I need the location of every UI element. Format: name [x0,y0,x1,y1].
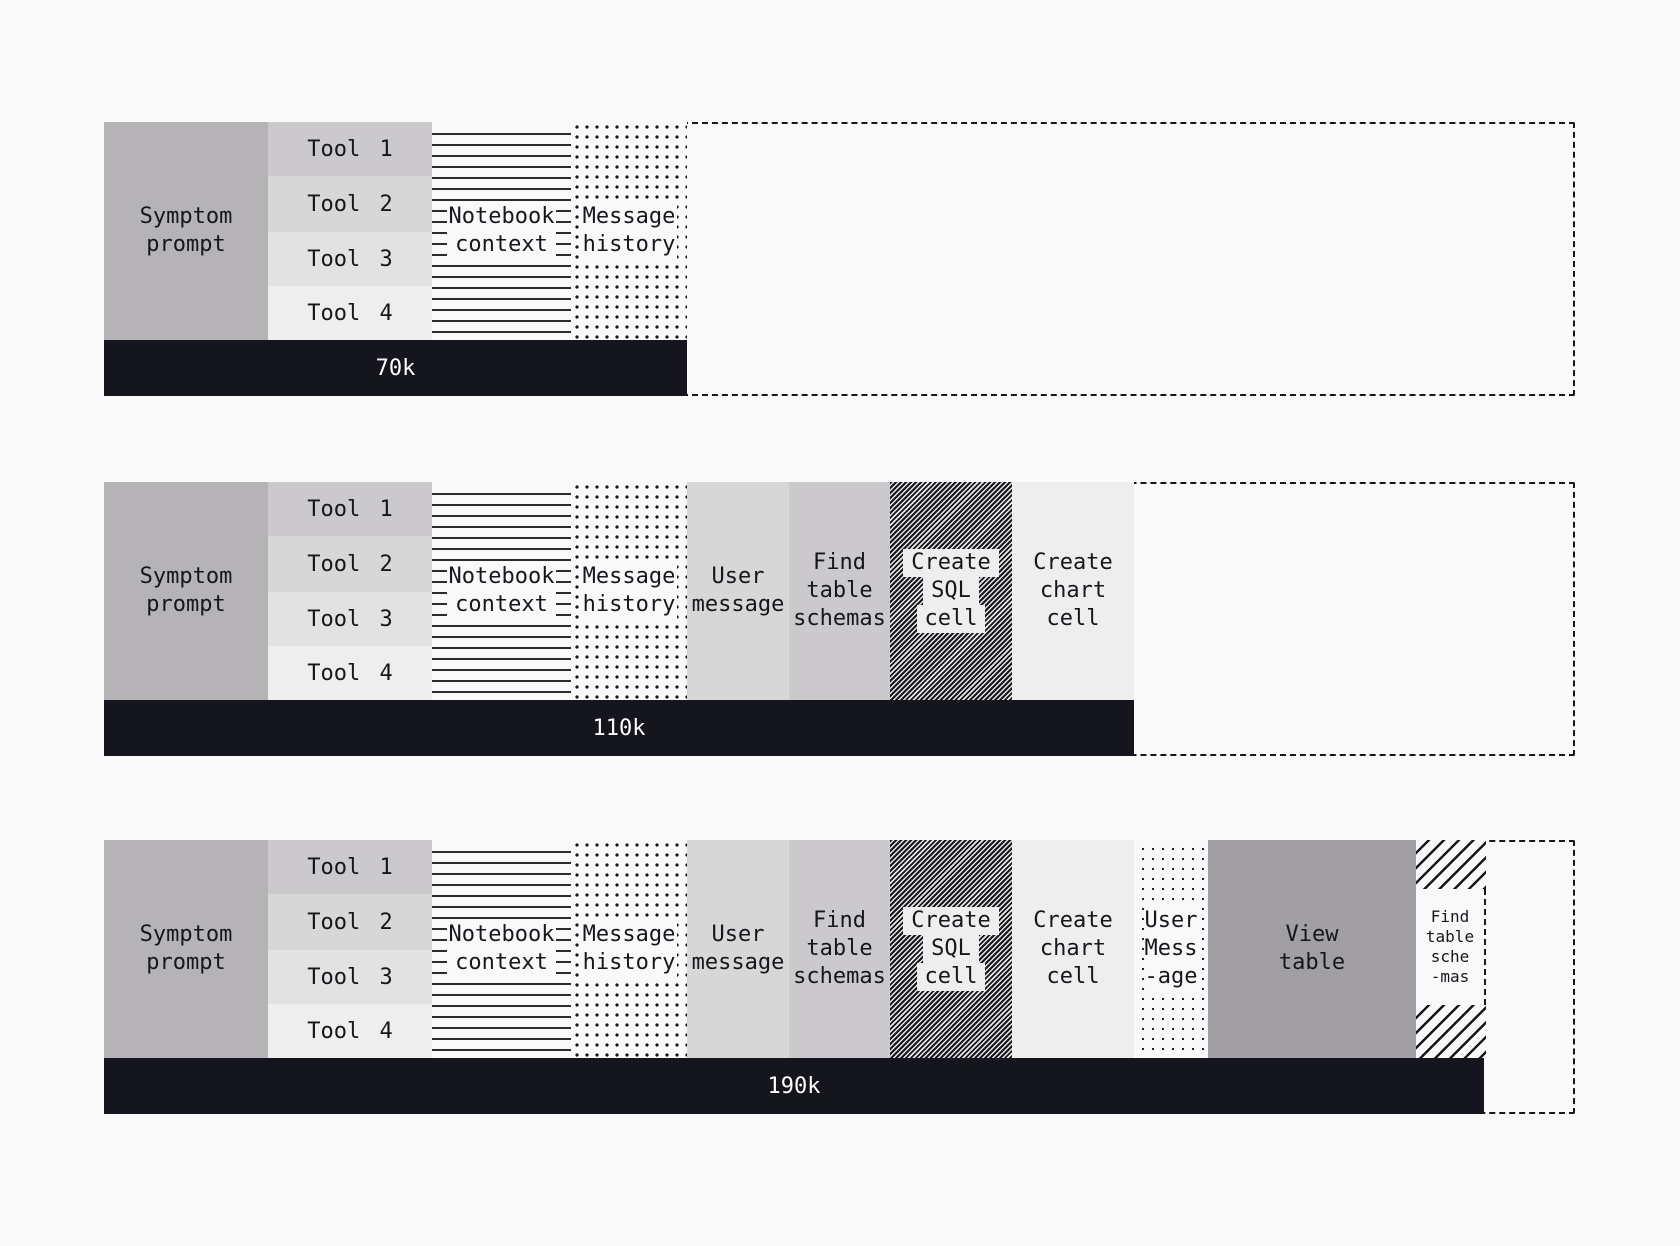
segment-tool-3: Tool 3 [268,592,432,646]
context-row-70k: Symptom prompt Tool 1 Tool 2 Tool 3 Tool… [104,122,1575,396]
message-history-label: Message history [580,203,678,259]
segment-user-message-2: User Mess -age [1134,840,1208,1058]
label-line: cell [916,605,986,633]
segment-symptom-prompt: Symptom prompt [104,122,268,340]
segment-find-table-schemas: Find table schemas [789,840,890,1058]
segment-user-message: User message [687,482,789,700]
context-row-190k: Symptom prompt Tool 1 Tool 2 Tool 3 Tool… [104,840,1575,1114]
segment-tool-2: Tool 2 [268,894,432,950]
segment-tool-1: Tool 1 [268,482,432,536]
segment-notebook-context: Notebook context [432,482,571,700]
create-sql-cell-label: Create SQL cell [903,549,999,633]
total-tokens-label: 110k [592,715,646,741]
find-table-schemas-2-label: Find table sche -mas [1416,889,1486,1005]
segment-message-history: Message history [571,122,687,340]
segment-create-sql-cell: Create SQL cell [890,482,1012,700]
segment-tool-3: Tool 3 [268,232,432,286]
message-history-label: Message history [580,563,678,619]
total-tokens-bar: 110k [104,700,1134,756]
segment-find-table-schemas-2: Find table sche -mas [1416,840,1486,1058]
segment-user-message: User message [687,840,789,1058]
create-sql-cell-label: Create SQL cell [903,907,999,991]
label-line: cell [916,963,986,991]
segment-create-chart-cell: Create chart cell [1012,840,1134,1058]
label-line: SQL [923,935,979,963]
message-history-label: Message history [580,921,678,977]
segment-tool-4: Tool 4 [268,646,432,700]
segment-message-history: Message history [571,840,687,1058]
segment-tool-2: Tool 2 [268,176,432,232]
hatch-top [1416,840,1486,889]
segment-create-chart-cell: Create chart cell [1012,482,1134,700]
segment-notebook-context: Notebook context [432,840,571,1058]
segment-message-history: Message history [571,482,687,700]
context-row-110k: Symptom prompt Tool 1 Tool 2 Tool 3 Tool… [104,482,1575,756]
total-tokens-label: 190k [767,1073,821,1099]
label-line: Create [903,907,999,935]
segment-tool-1: Tool 1 [268,122,432,176]
label-line: Create [903,549,999,577]
segment-symptom-prompt: Symptom prompt [104,840,268,1058]
segment-tool-4: Tool 4 [268,286,432,340]
segment-tools: Tool 1 Tool 2 Tool 3 Tool 4 [268,122,432,340]
label-line: SQL [923,577,979,605]
segment-tool-4: Tool 4 [268,1004,432,1058]
segment-create-sql-cell: Create SQL cell [890,840,1012,1058]
total-tokens-bar: 190k [104,1058,1484,1114]
hatch-bottom [1416,1005,1486,1058]
total-tokens-label: 70k [375,355,416,381]
segment-tools: Tool 1 Tool 2 Tool 3 Tool 4 [268,482,432,700]
segment-notebook-context: Notebook context [432,122,571,340]
segment-tool-2: Tool 2 [268,536,432,592]
segment-tool-1: Tool 1 [268,840,432,894]
segment-view-table: View table [1208,840,1416,1058]
notebook-context-label: Notebook context [446,921,557,977]
segment-tools: Tool 1 Tool 2 Tool 3 Tool 4 [268,840,432,1058]
notebook-context-label: Notebook context [446,203,557,259]
user-message-2-label: User Mess -age [1144,901,1198,997]
segment-tool-3: Tool 3 [268,950,432,1004]
segment-symptom-prompt: Symptom prompt [104,482,268,700]
notebook-context-label: Notebook context [446,563,557,619]
total-tokens-bar: 70k [104,340,687,396]
segment-find-table-schemas: Find table schemas [789,482,890,700]
